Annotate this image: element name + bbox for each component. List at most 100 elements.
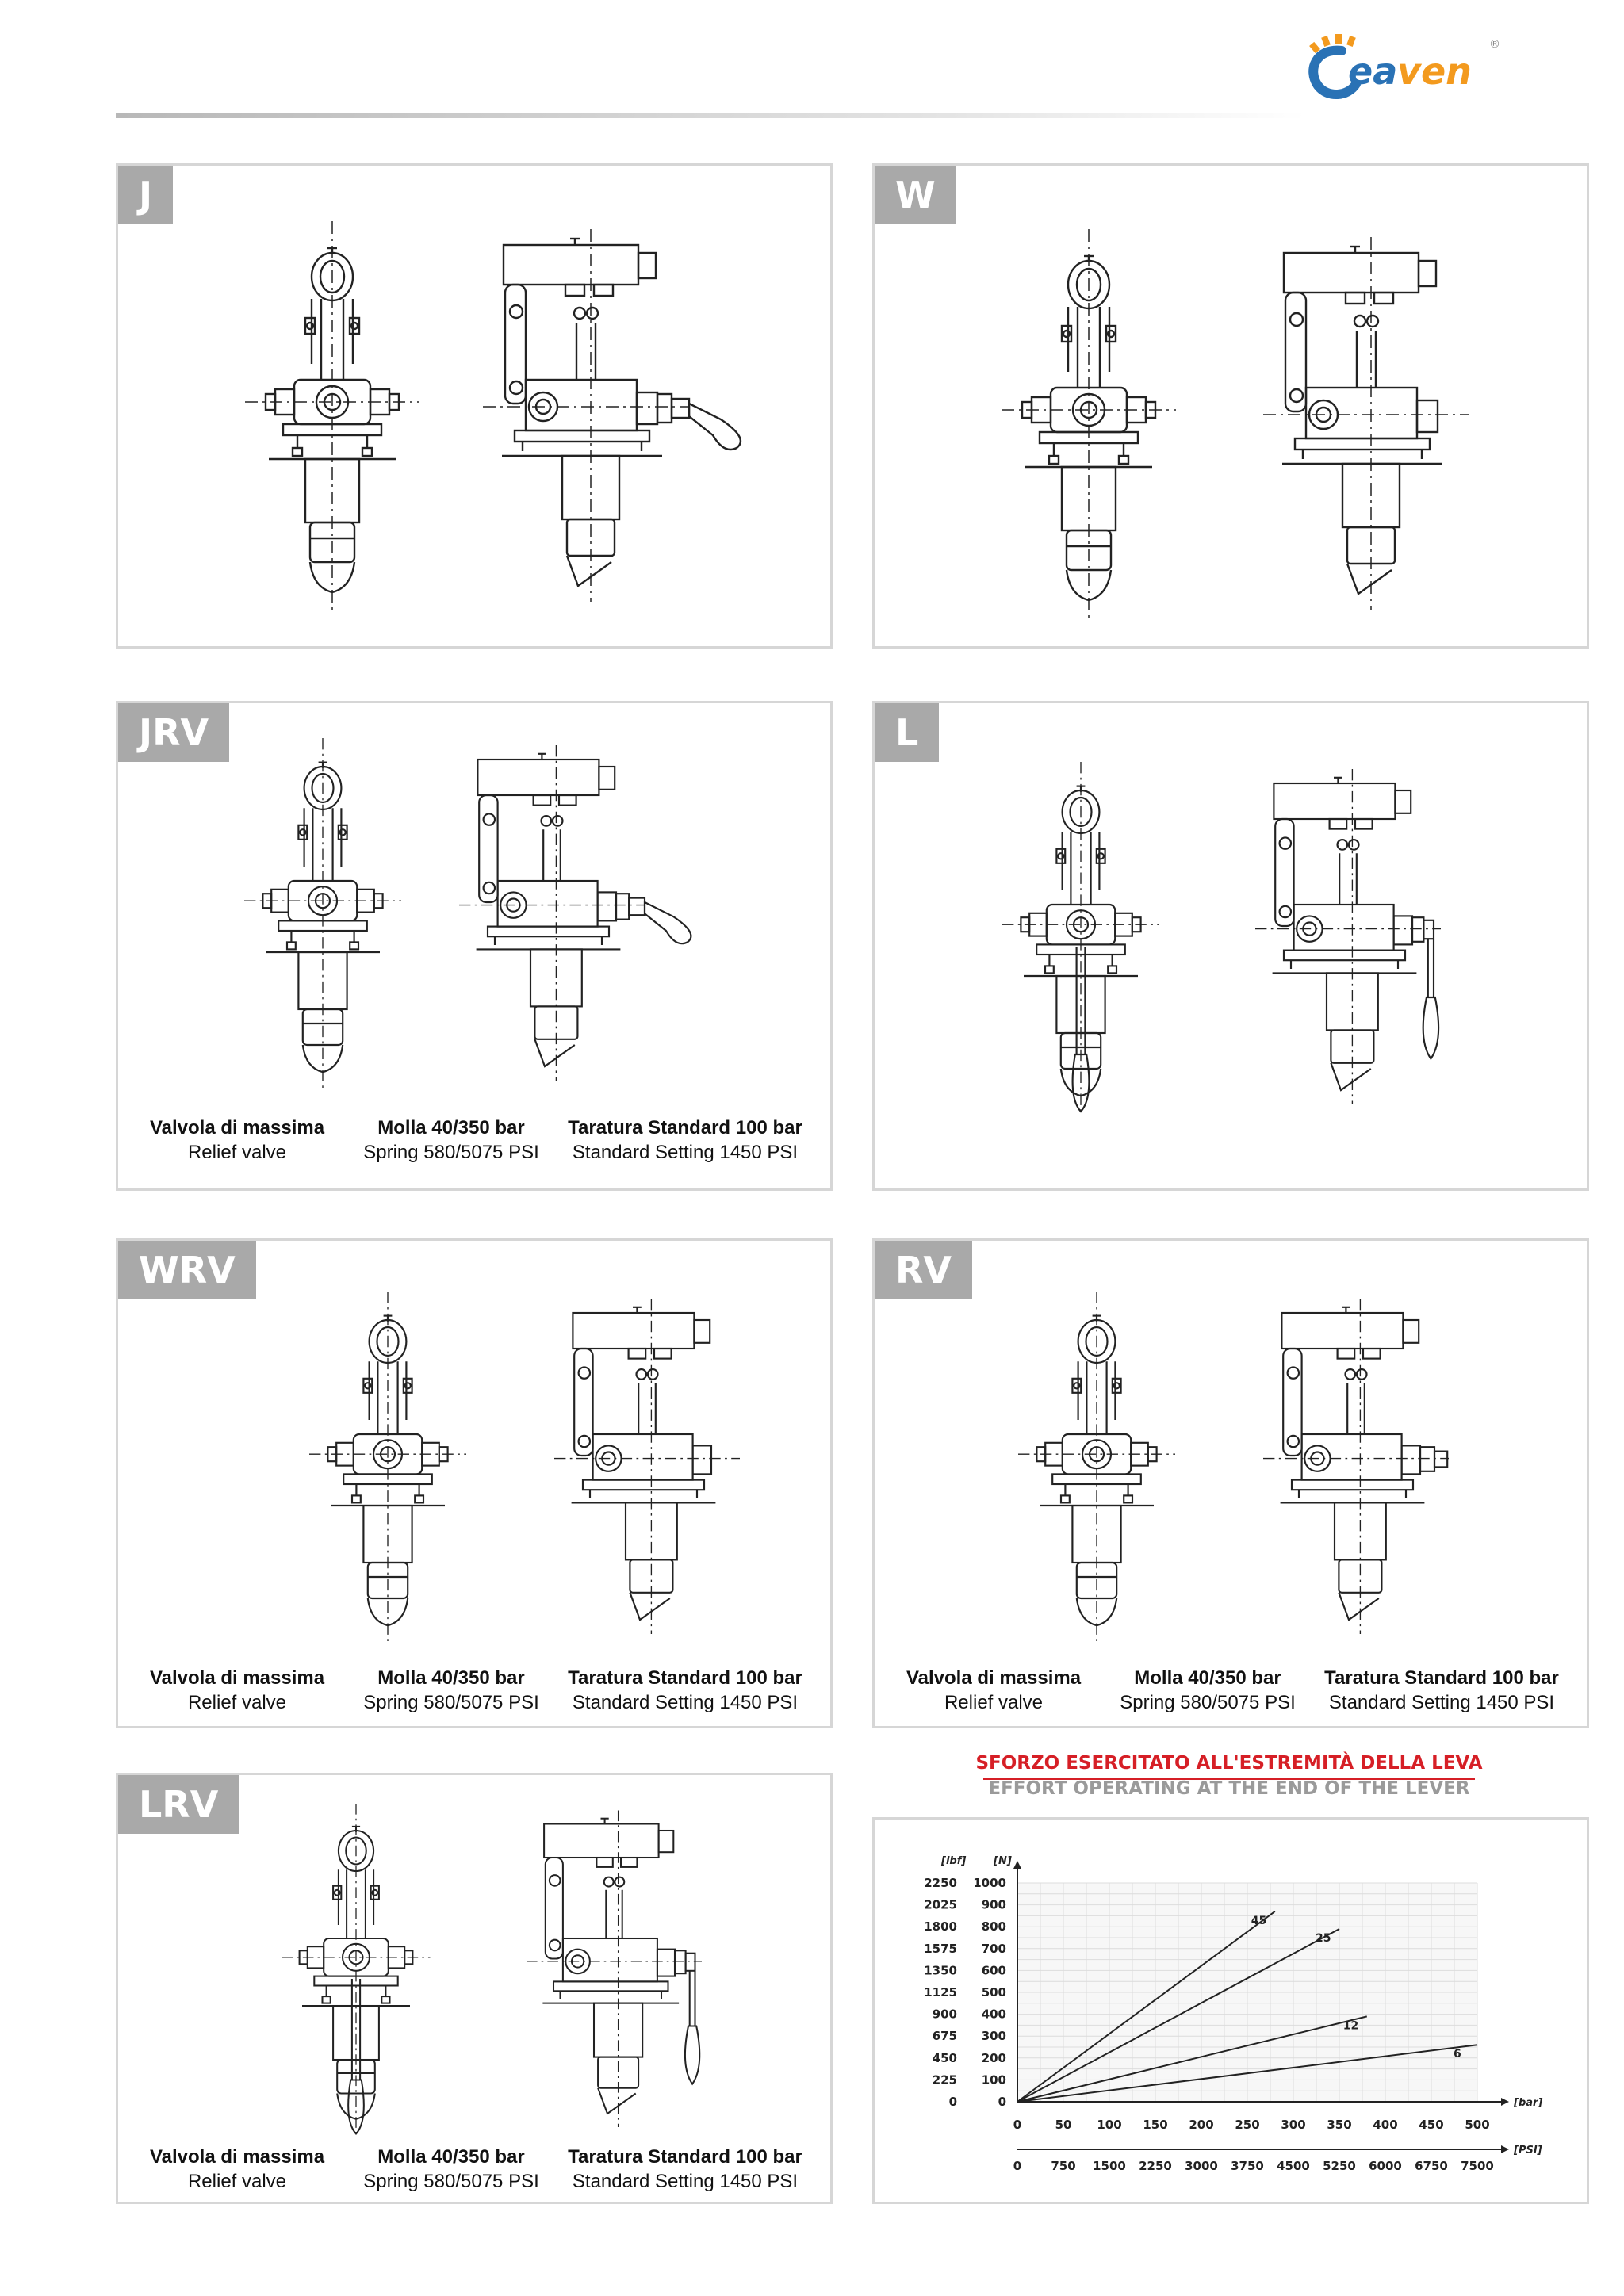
x-axis-arrow	[1501, 2098, 1509, 2106]
pump-drawing-W	[1000, 228, 1471, 619]
series-label-6: 6	[1454, 2048, 1461, 2061]
y-tick-label-lbf: 675	[933, 2029, 957, 2043]
y-tick-label-lbf: 2025	[924, 1898, 957, 1912]
series-line-12	[1017, 2015, 1368, 2103]
x-tick-label-psi: 5250	[1323, 2159, 1356, 2173]
y-tick-label-lbf: 2250	[924, 1876, 957, 1890]
series-label-45: 45	[1251, 1915, 1266, 1927]
y-tick-label-n: 1000	[973, 1876, 1006, 1890]
x-tick-label-psi: 4500	[1277, 2159, 1310, 2173]
y-tick-label-n: 800	[982, 1919, 1006, 1934]
x-tick-label-psi: 3000	[1185, 2159, 1218, 2173]
x-tick-label-psi: 1500	[1093, 2159, 1126, 2173]
y-axis-label-n: [N]	[993, 1855, 1012, 1867]
y-tick-label-lbf: 0	[949, 2095, 957, 2109]
panel-L: L	[872, 701, 1589, 1191]
chart-title-en: EFFORT OPERATING AT THE END OF THE LEVER	[988, 1778, 1470, 1799]
panel-label: W	[875, 166, 956, 224]
y-tick-label-n: 100	[982, 2072, 1006, 2087]
x-tick-label-bar: 350	[1327, 2118, 1351, 2132]
x-tick-label-psi: 6000	[1369, 2159, 1402, 2173]
pump-drawing-JRV	[243, 737, 692, 1089]
panel-label: JRV	[118, 703, 230, 762]
y-tick-label-lbf: 1800	[924, 1919, 957, 1934]
series-line-45	[1017, 1911, 1276, 2103]
y-tick-label-lbf: 225	[933, 2072, 957, 2087]
x-tick-label-psi: 0	[1013, 2159, 1021, 2173]
x-tick-label-bar: 300	[1281, 2118, 1305, 2132]
pump-drawing-WRV	[308, 1290, 741, 1643]
y-tick-label-n: 600	[982, 1963, 1006, 1977]
x-tick-label-bar: 500	[1465, 2118, 1489, 2132]
panel-label: J	[118, 166, 174, 224]
panel-label: WRV	[118, 1241, 256, 1299]
y-tick-label-lbf: 1350	[924, 1963, 957, 1977]
x-tick-label-bar: 200	[1189, 2118, 1213, 2132]
y-tick-label-n: 400	[982, 2007, 1006, 2022]
x-tick-label-psi: 6750	[1415, 2159, 1448, 2173]
y-tick-label-lbf: 1125	[924, 1985, 957, 1999]
x-tick-label-psi: 7500	[1461, 2159, 1494, 2173]
series-label-12: 12	[1343, 2019, 1358, 2032]
y-tick-label-n: 500	[982, 1985, 1006, 1999]
y-tick-label-n: 900	[982, 1898, 1006, 1912]
series-line-6	[1017, 2044, 1478, 2103]
x-tick-label-bar: 150	[1143, 2118, 1167, 2132]
y-tick-label-n: 300	[982, 2029, 1006, 2043]
x-tick-label-psi: 3750	[1231, 2159, 1264, 2173]
pump-drawing-L	[1001, 760, 1442, 1113]
panel-label: RV	[875, 1241, 973, 1299]
svg-text:ea: ea	[1348, 50, 1397, 93]
x-tick-label-bar: 50	[1055, 2118, 1072, 2132]
x-tick-label-bar: 100	[1097, 2118, 1121, 2132]
x-axis-label-psi: [PSI]	[1513, 2145, 1542, 2156]
series-line-25	[1017, 1928, 1340, 2103]
x-tick-label-psi: 750	[1051, 2159, 1075, 2173]
y-axis-label-lbf: [lbf]	[940, 1855, 966, 1867]
svg-text:ven: ven	[1397, 50, 1472, 93]
pump-drawing-LRV	[281, 1802, 703, 2135]
y-tick-label-n: 200	[982, 2051, 1006, 2065]
panel-label: L	[875, 703, 940, 762]
y-axis-arrow	[1013, 1861, 1021, 1869]
x-tick-label-bar: 400	[1373, 2118, 1397, 2132]
series-label-25: 25	[1316, 1932, 1331, 1945]
x-tick-label-bar: 450	[1419, 2118, 1443, 2132]
yeaven-logo: ea ven ®	[1308, 34, 1500, 100]
chart-title-it: SFORZO ESERCITATO ALL'ESTREMITÀ DELLA LE…	[872, 1753, 1586, 1780]
x-axis-psi-arrow	[1501, 2145, 1509, 2153]
header-divider	[116, 113, 1305, 118]
x-tick-label-psi: 2250	[1139, 2159, 1172, 2173]
x-tick-label-bar: 250	[1235, 2118, 1259, 2132]
y-tick-label-n: 0	[998, 2095, 1006, 2109]
pump-drawing-RV	[1017, 1290, 1450, 1643]
registered-mark: ®	[1489, 38, 1500, 51]
pump-drawing-J	[243, 221, 742, 611]
y-tick-label-lbf: 1575	[924, 1942, 957, 1956]
y-tick-label-n: 700	[982, 1942, 1006, 1956]
y-tick-label-lbf: 900	[933, 2007, 957, 2022]
x-axis-label-bar: [bar]	[1513, 2097, 1542, 2109]
panel-W: W	[872, 163, 1589, 649]
panel-J: J	[116, 163, 833, 649]
y-tick-label-lbf: 450	[933, 2051, 957, 2065]
panel-label: LRV	[118, 1775, 239, 1834]
